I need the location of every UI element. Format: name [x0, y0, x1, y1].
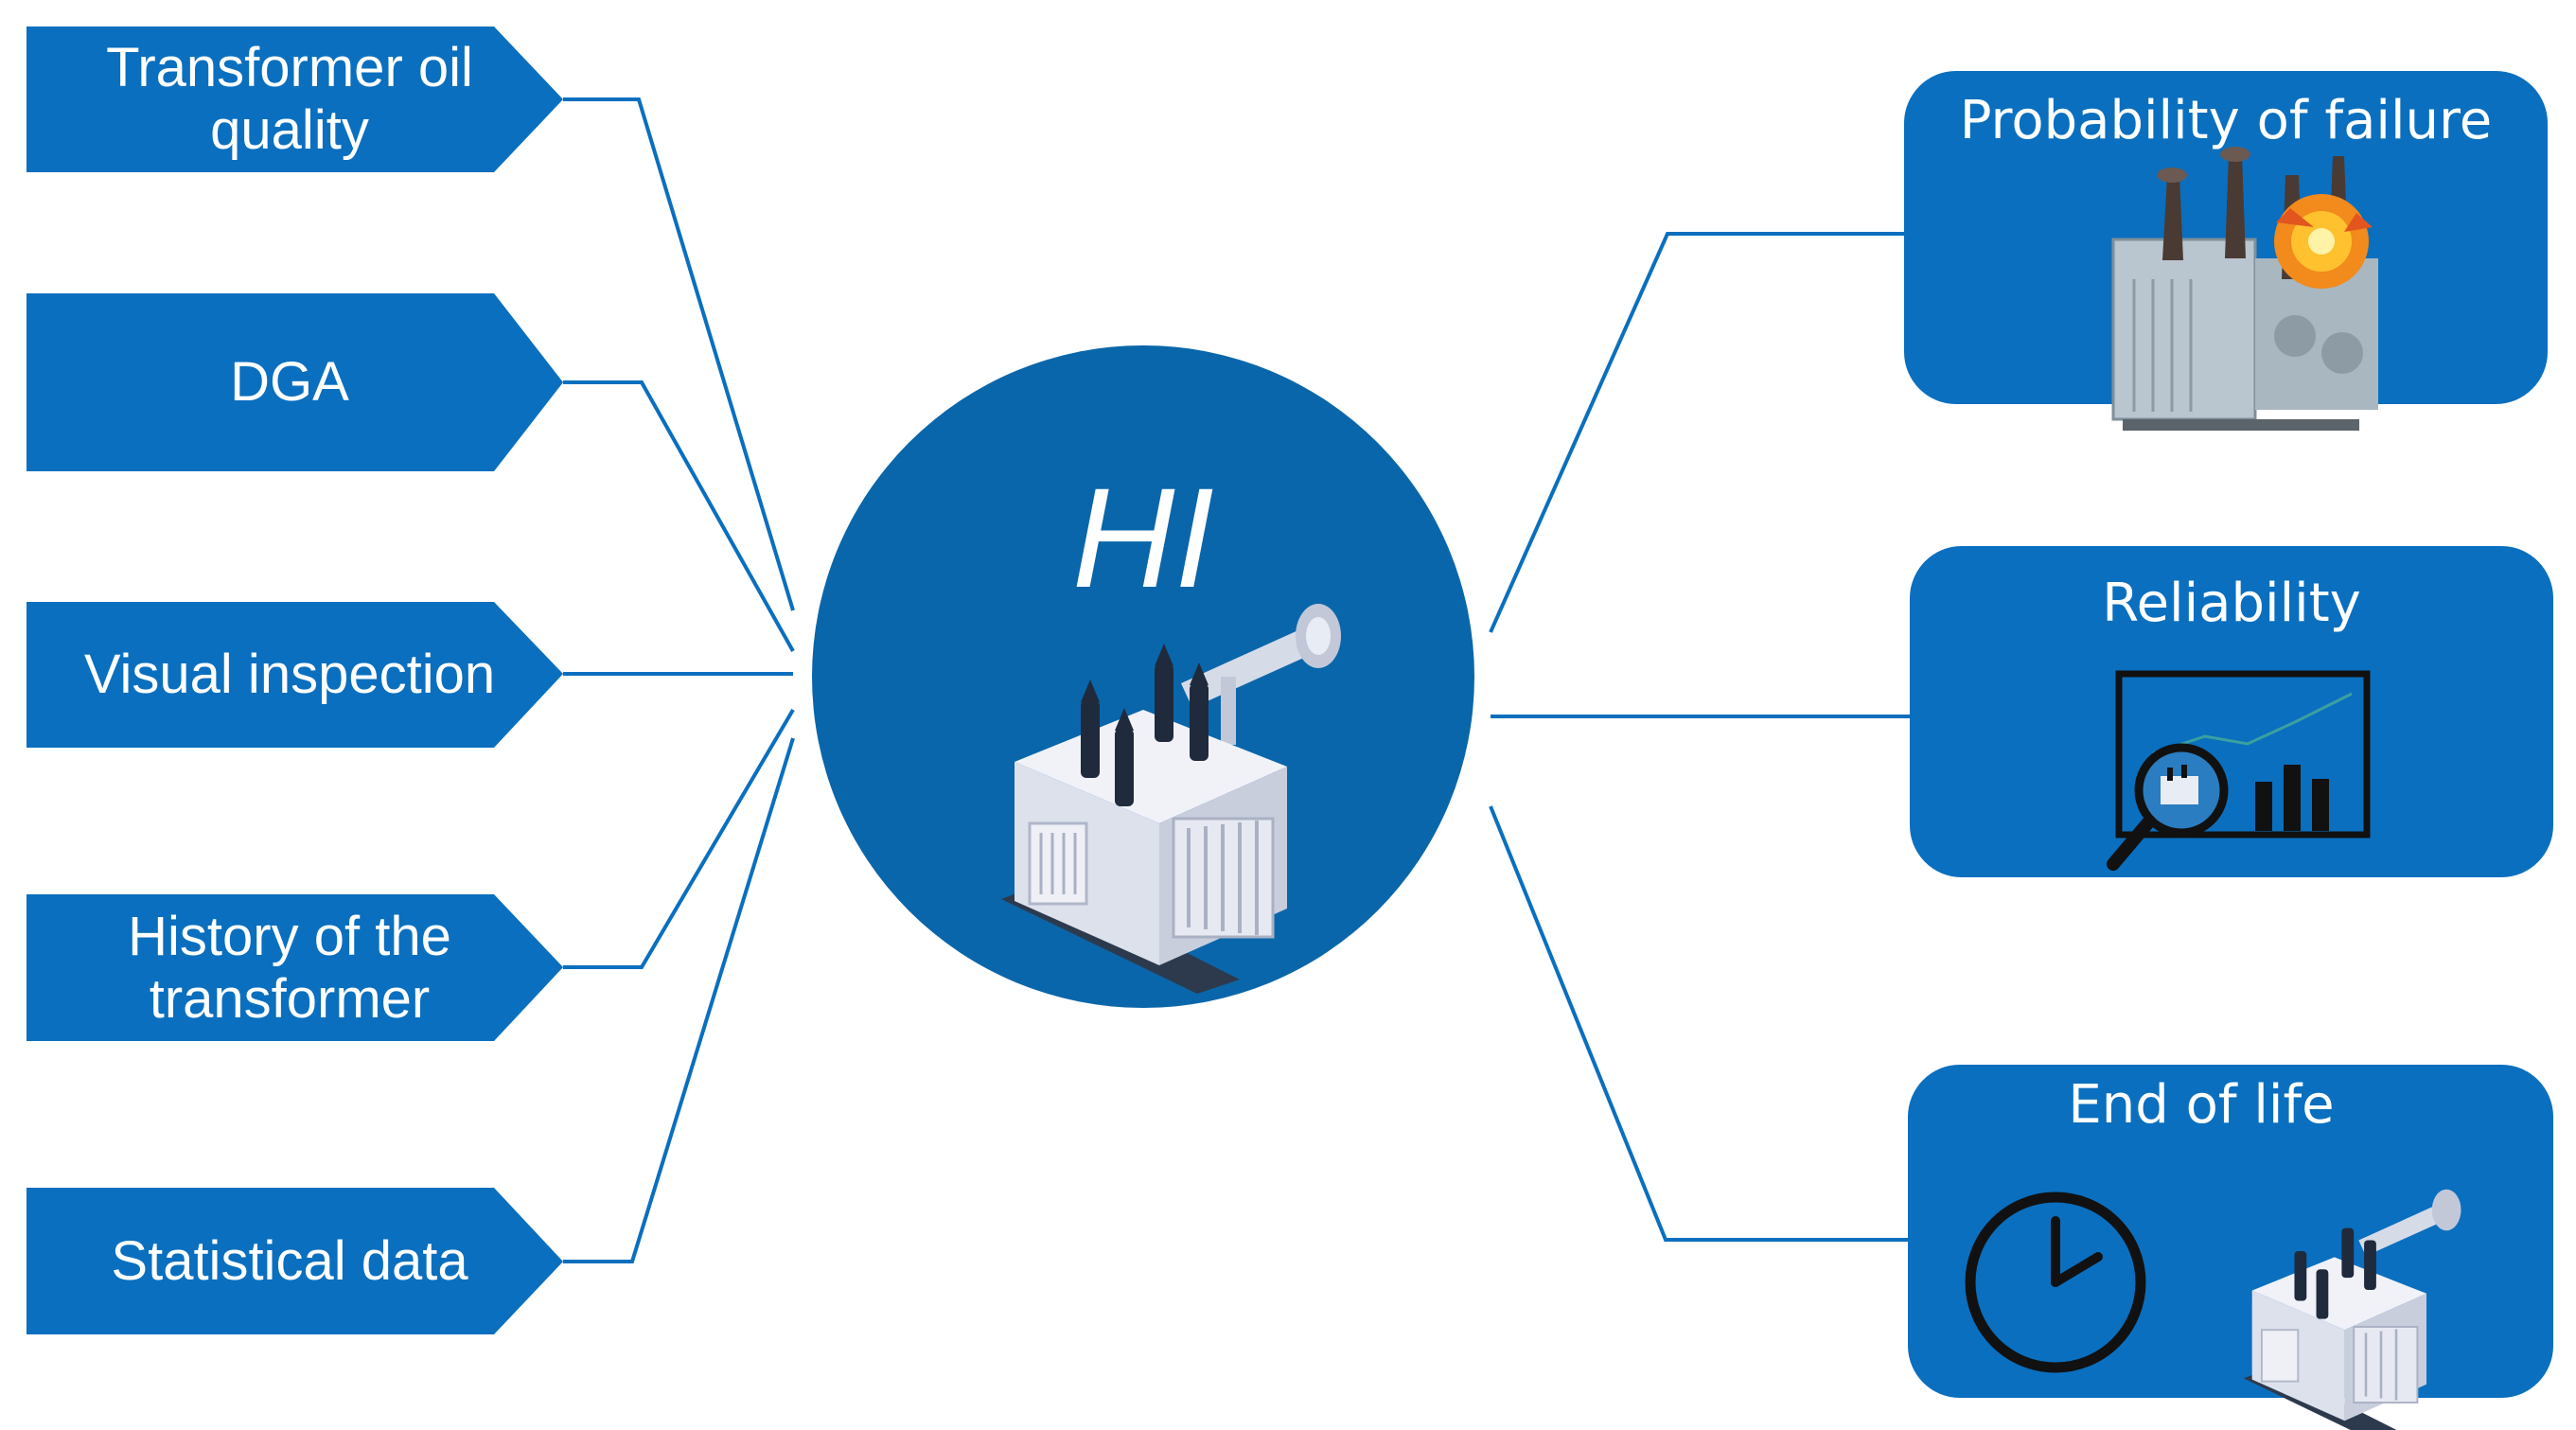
reliability-chart-magnifier-icon: [2107, 670, 2371, 871]
clock-icon: [1965, 1192, 2146, 1373]
exploding-transformer-icon: [2111, 147, 2378, 431]
hub-label: HI: [1072, 458, 1214, 617]
input-label-statistical-data: Statistical data: [111, 1229, 468, 1292]
input-shape-visual-inspection: [26, 602, 563, 748]
transformer-icon: [1001, 604, 1341, 994]
connector-oil-quality: [563, 97, 795, 611]
input-shapes: [26, 26, 563, 1334]
input-shape-dga: [26, 293, 563, 471]
output-connectors: [1489, 232, 1910, 1242]
hub-circle: [812, 345, 1474, 1008]
connector-statistical-data: [563, 737, 795, 1263]
input-label-dga: DGA: [230, 351, 349, 413]
output-title-reliability: Reliability: [2102, 573, 2361, 634]
input-shape-history: [26, 894, 563, 1041]
input-label-history: History of the transformer: [128, 905, 451, 1030]
input-label-visual-inspection: Visual inspection: [83, 644, 496, 705]
input-connectors: [563, 97, 795, 1263]
input-shape-oil-quality: [26, 26, 563, 172]
input-shape-statistical-data: [26, 1188, 563, 1334]
output-title-end-of-life: End of life: [2068, 1074, 2335, 1136]
connector-end-of-life: [1489, 805, 1910, 1242]
output-title-probability: Probability of failure: [1959, 90, 2493, 151]
transformer-icon: [2243, 1189, 2461, 1430]
output-shape-reliability: [1910, 546, 2553, 877]
connector-history: [563, 708, 795, 969]
input-label-oil-quality: Transformer oil quality: [106, 37, 473, 161]
connector-probability: [1489, 232, 1904, 633]
connector-dga: [563, 380, 795, 652]
